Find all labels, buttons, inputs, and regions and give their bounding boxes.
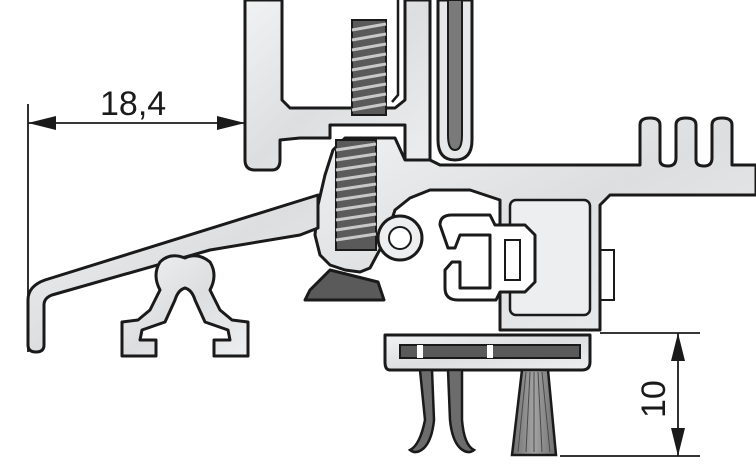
dimension-horizontal: 18,4	[27, 85, 245, 352]
seal-gasket	[438, 213, 537, 302]
screw-boss	[376, 214, 424, 262]
fin-seal	[407, 368, 477, 454]
screw-head	[303, 268, 386, 302]
brush-seal	[510, 368, 558, 457]
glazing-gasket	[436, 0, 474, 162]
bottom-seal-carrier	[383, 333, 592, 372]
dimension-label-width: 18,4	[100, 85, 166, 123]
fixing-screw	[303, 19, 387, 302]
dimension-label-height: 10	[635, 380, 673, 418]
dimension-vertical: 10	[560, 332, 700, 457]
upper-sash-profile	[243, 0, 432, 172]
weather-drip-bar	[26, 193, 320, 358]
